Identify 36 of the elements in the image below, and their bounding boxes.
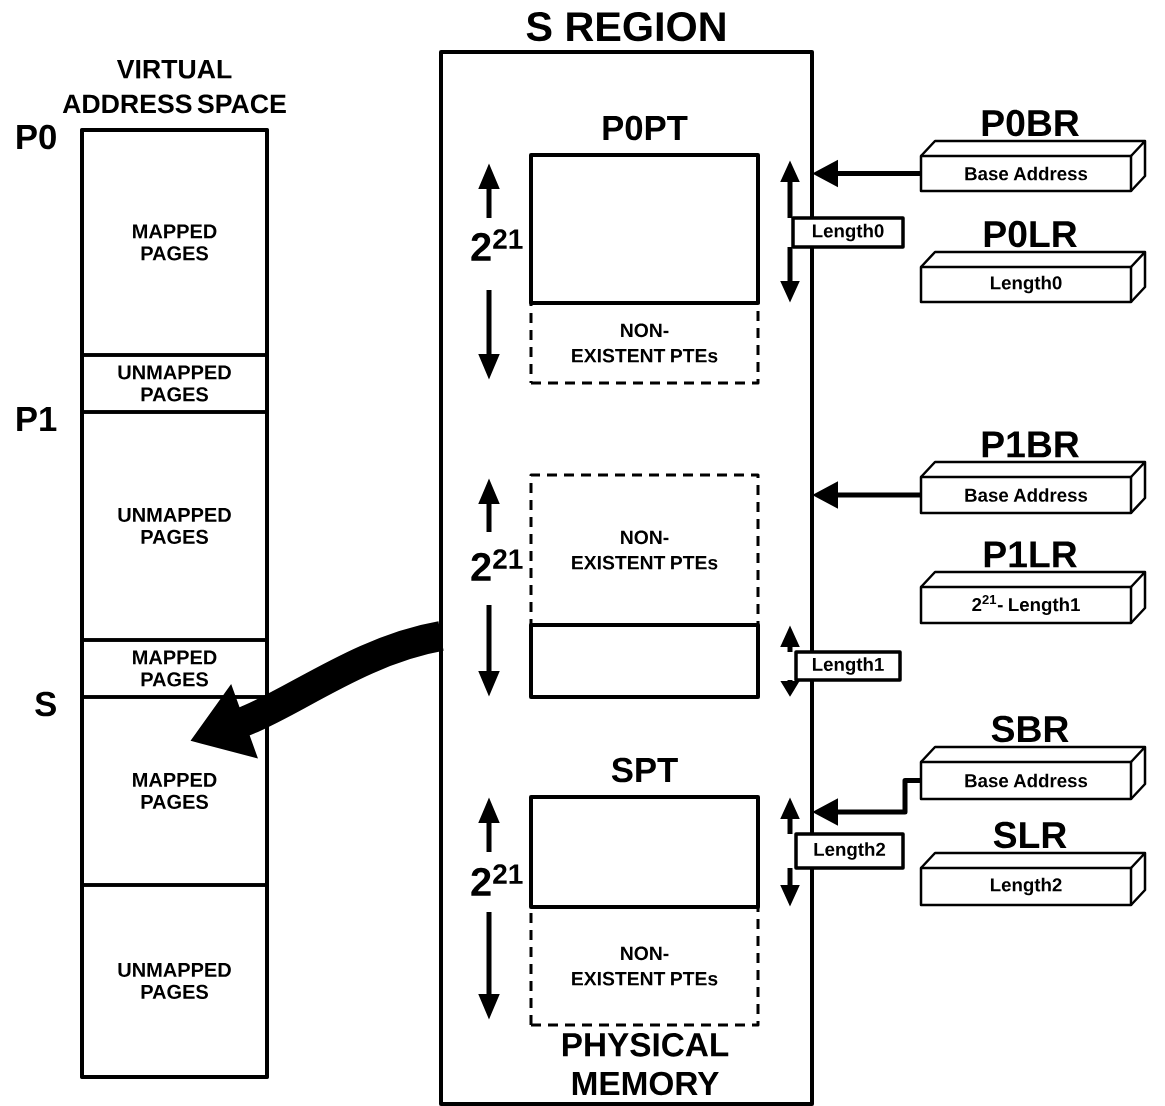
dimension-label: 2$^{21}$ [471,229,523,261]
address-marker: P1 [17,407,57,431]
dimension-label: 2$^{21}$ [471,549,523,581]
page-segment: UNMAPPED PAGES [80,883,269,1079]
address-marker: S [35,691,56,717]
register-box: Length2 [919,851,1147,907]
column-heading: VIRTUAL ADDRESS SPACE [62,60,286,114]
page-segment: MAPPED PAGES [80,128,269,357]
address-marker: P0 [17,124,56,150]
region-heading: S REGION [526,12,725,42]
register-name: P0BR [982,109,1079,137]
register-box: Length0 [919,250,1147,304]
dimension-label: 2$^{21}$ [471,864,523,896]
register-name: P1BR [982,431,1079,458]
table-heading: P0PT [603,115,688,141]
page-segment: MAPPED PAGES [80,695,269,887]
register-name: SLR [993,821,1067,849]
length-tag: Length2 [794,832,905,870]
register-box: Base Address [919,139,1147,193]
table-heading: SPT [611,757,678,783]
dashed-box: NON-EXISTENT PTEs [529,301,760,385]
register-box: 2$^{21}$- Length1 [919,570,1147,625]
dashed-box: NON-EXISTENT PTEs [529,905,760,1027]
page-segment: MAPPED PAGES [80,638,269,699]
region-caption: PHYSICAL MEMORY [562,1033,729,1096]
page-segment: UNMAPPED PAGES [80,353,269,414]
dashed-box: NON-EXISTENT PTEs [529,473,760,627]
page-table-box [529,623,760,699]
register-name: P0LR [984,220,1077,248]
page-segment: UNMAPPED PAGES [80,410,269,642]
length-tag: Length1 [794,650,902,682]
register-box: Base Address [919,745,1147,801]
register-box: Base Address [919,460,1147,515]
length-tag: Length0 [791,216,905,249]
register-name: P1LR [984,541,1077,568]
register-name: SBR [991,715,1069,743]
